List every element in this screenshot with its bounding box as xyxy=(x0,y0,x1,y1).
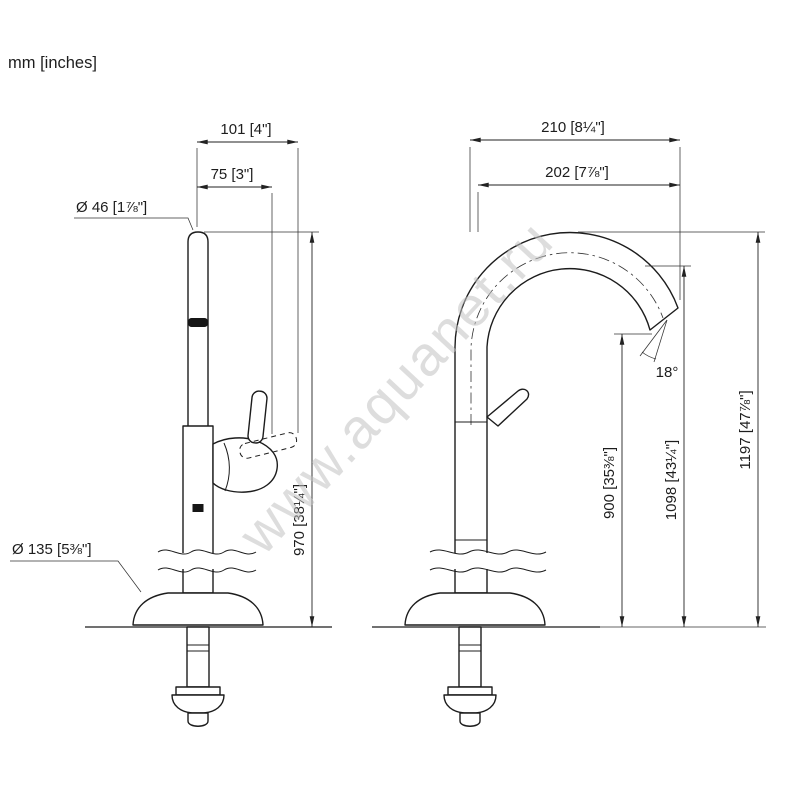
mounting-nut xyxy=(171,694,225,714)
washer xyxy=(447,686,493,696)
body-logo-mark xyxy=(192,504,204,512)
base-plate xyxy=(132,592,264,626)
shank-end xyxy=(459,712,481,727)
break-band xyxy=(158,553,256,569)
handle-lever-front xyxy=(486,388,530,427)
handle-lever-dashed xyxy=(239,432,298,459)
mounting-nut xyxy=(443,694,497,714)
handle-lever xyxy=(247,390,268,444)
shank-end xyxy=(187,712,209,727)
dim-label-1098: 1098 [43¼"] xyxy=(663,440,680,520)
dim-label-18deg: 18° xyxy=(656,364,679,381)
base-plate xyxy=(404,592,546,626)
dim-label-210: 210 [8¼"] xyxy=(541,119,605,136)
leader-diameter-135 xyxy=(10,560,142,593)
dim-label-970: 970 [38¼"] xyxy=(291,484,308,556)
angle-ref-line-1 xyxy=(639,319,668,357)
break-band xyxy=(430,553,546,569)
angle-ref-line-2 xyxy=(653,319,668,363)
dim-label-1197: 1197 [47⅞"] xyxy=(737,390,754,469)
break-line-top xyxy=(157,549,257,555)
handle-housing-seam xyxy=(223,442,230,492)
units-label: mm [inches] xyxy=(8,54,97,72)
shank-thread-ticks xyxy=(187,644,209,652)
dim-label-diameter-135: Ø 135 [5⅜"] xyxy=(12,541,92,558)
dim-label-900: 900 [35⅜"] xyxy=(601,447,618,519)
body-seam-lines xyxy=(455,421,487,541)
break-line-bottom xyxy=(157,567,257,573)
break-line-bottom xyxy=(429,567,547,573)
shank-thread-ticks xyxy=(459,644,481,652)
break-line-top xyxy=(429,549,547,555)
dim-label-diameter-46: Ø 46 [1⅞"] xyxy=(76,199,147,216)
watermark-text: www.aquanet.ru xyxy=(226,208,566,566)
right-view: 210 [8¼"] 202 [7⅞"] 18° 900 [35⅜"] 1098 … xyxy=(372,119,766,727)
column-dark-band xyxy=(188,318,208,327)
mounting-shank xyxy=(186,626,210,688)
dim-label-75: 75 [3"] xyxy=(211,166,254,183)
angle-arc xyxy=(641,351,657,360)
faucet-column-outline xyxy=(187,231,209,426)
washer xyxy=(175,686,221,696)
dim-label-202: 202 [7⅞"] xyxy=(545,164,609,181)
spout-centerline xyxy=(470,252,664,425)
leader-diameter-46 xyxy=(74,217,194,231)
mounting-shank xyxy=(458,626,482,688)
dim-label-101: 101 [4"] xyxy=(220,121,271,138)
left-view: 101 [4"] 75 [3"] Ø 46 [1⅞"] Ø 135 [5⅜"] … xyxy=(10,121,332,727)
